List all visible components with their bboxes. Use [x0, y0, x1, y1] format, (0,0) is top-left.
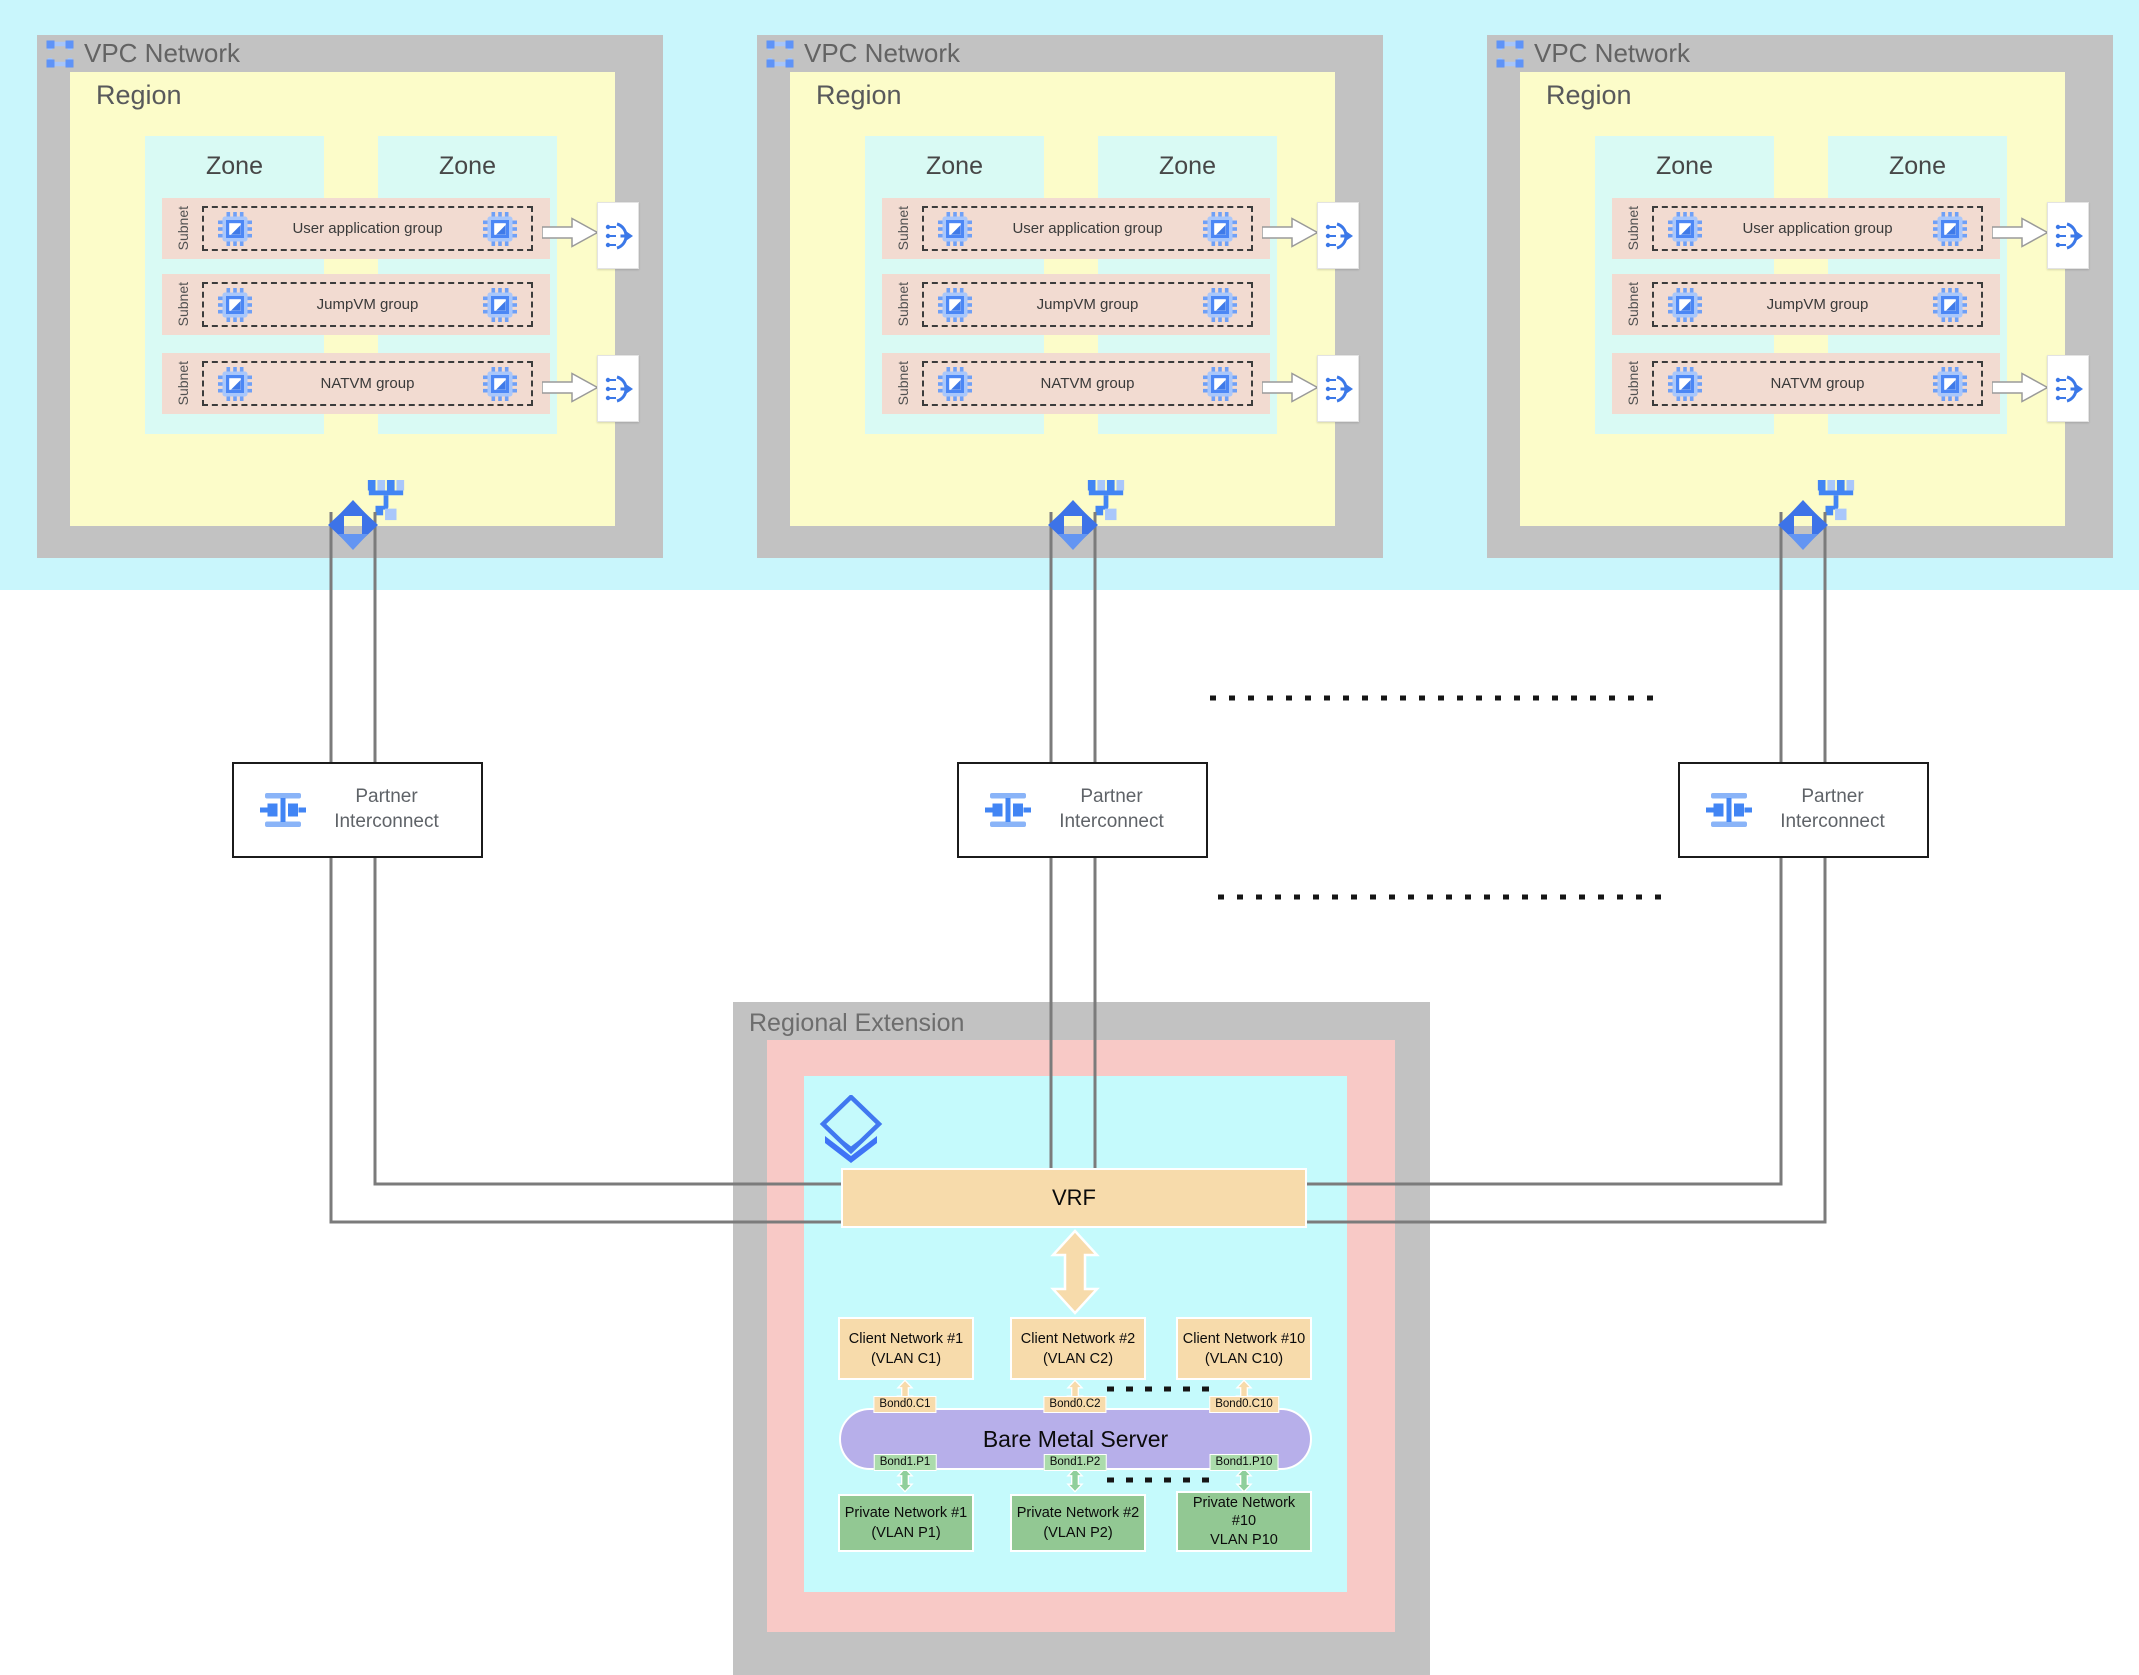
vpc-network-titlebar: VPC Network [1487, 35, 2113, 72]
bond-label: Bond0.C1 [873, 1396, 937, 1413]
region-box: Region Zone Zone Subnet User application… [1520, 72, 2065, 526]
vrf-label: VRF [1052, 1185, 1096, 1210]
instance-group-box: NATVM group [922, 361, 1253, 406]
instance-group-box: User application group [922, 206, 1253, 251]
bond-label: Bond0.C2 [1043, 1396, 1107, 1413]
client-network-box: Client Network #2 (VLAN C2) [1010, 1317, 1146, 1380]
load-balancer-box [597, 202, 639, 269]
instance-group-box: NATVM group [1652, 361, 1983, 406]
zone-label: Zone [439, 152, 496, 180]
subnet-row: Subnet NATVM group [162, 353, 550, 414]
subnet-row: Subnet NATVM group [1612, 353, 2000, 414]
instance-group-label: User application group [1742, 220, 1893, 237]
zone-label: Zone [1656, 152, 1713, 180]
region-box: Region Zone Zone Subnet User application… [790, 72, 1335, 526]
regional-extension-title: Regional Extension [749, 1009, 965, 1037]
instance-group-box: JumpVM group [202, 282, 533, 327]
region-label: Region [96, 80, 182, 110]
bare-metal-server-label: Bare Metal Server [982, 1425, 1169, 1452]
instance-group-box: User application group [202, 206, 533, 251]
vpc-network-titlebar: VPC Network [37, 35, 663, 72]
subnet-row: Subnet JumpVM group [162, 274, 550, 335]
subnet-row: Subnet NATVM group [882, 353, 1270, 414]
instance-group-label: User application group [292, 220, 443, 237]
load-balancer-box [2047, 202, 2089, 269]
load-balancer-box [1317, 202, 1359, 269]
vpc-network-box: VPC Network Region Zone Zone Subnet User… [37, 35, 663, 558]
load-balancer-box [2047, 355, 2089, 422]
zone-label: Zone [1159, 152, 1216, 180]
vpc-network-title: VPC Network [804, 38, 961, 68]
instance-group-label: User application group [1012, 220, 1163, 237]
client-network-box: Client Network #1 (VLAN C1) [838, 1317, 974, 1380]
private-network-box: Private Network #2 (VLAN P2) [1010, 1494, 1146, 1552]
instance-group-label: NATVM group [320, 375, 415, 392]
instance-group-box: JumpVM group [1652, 282, 1983, 327]
load-balancer-box [597, 355, 639, 422]
instance-group-label: NATVM group [1040, 375, 1135, 392]
client-network-box: Client Network #10 (VLAN C10) [1176, 1317, 1312, 1380]
vpc-network-box: VPC Network Region Zone Zone Subnet User… [757, 35, 1383, 558]
traffic-move-icon [1046, 498, 1100, 552]
vpc-network-titlebar: VPC Network [757, 35, 1383, 72]
load-balancer-box [1317, 355, 1359, 422]
vpc-network-box: VPC Network Region Zone Zone Subnet User… [1487, 35, 2113, 558]
subnet-row: Subnet JumpVM group [882, 274, 1270, 335]
zone-label: Zone [206, 152, 263, 180]
subnet-row: Subnet User application group [1612, 198, 2000, 259]
region-box: Region Zone Zone Subnet User application… [70, 72, 615, 526]
bond-label: Bond0.C10 [1209, 1396, 1279, 1413]
region-label: Region [816, 80, 902, 110]
instance-group-label: NATVM group [1770, 375, 1865, 392]
bond-label: Bond1.P10 [1209, 1454, 1279, 1471]
instance-group-box: User application group [1652, 206, 1983, 251]
instance-group-label: JumpVM group [1036, 296, 1139, 313]
bond-label: Bond1.P2 [1043, 1454, 1107, 1471]
subnet-row: Subnet JumpVM group [1612, 274, 2000, 335]
vpc-network-title: VPC Network [84, 38, 241, 68]
private-network-box: Private Network #1 (VLAN P1) [838, 1494, 974, 1552]
private-network-box: Private Network #10 VLAN P10 [1176, 1491, 1312, 1552]
instance-group-box: NATVM group [202, 361, 533, 406]
bond-label: Bond1.P1 [873, 1454, 937, 1471]
region-label: Region [1546, 80, 1632, 110]
traffic-move-icon [1776, 498, 1830, 552]
partner-interconnect-icon [985, 793, 1031, 827]
partner-interconnect-icon [260, 793, 306, 827]
zone-label: Zone [926, 152, 983, 180]
vrf-bar: VRF [841, 1168, 1307, 1228]
instance-group-label: JumpVM group [316, 296, 419, 313]
partner-interconnect-icon [1706, 793, 1752, 827]
instance-group-box: JumpVM group [922, 282, 1253, 327]
instance-group-label: JumpVM group [1766, 296, 1869, 313]
zone-label: Zone [1889, 152, 1946, 180]
traffic-move-icon [326, 498, 380, 552]
vrf-double-arrow [1037, 1229, 1113, 1315]
subnet-row: Subnet User application group [162, 198, 550, 259]
subnet-row: Subnet User application group [882, 198, 1270, 259]
vpc-network-title: VPC Network [1534, 38, 1691, 68]
